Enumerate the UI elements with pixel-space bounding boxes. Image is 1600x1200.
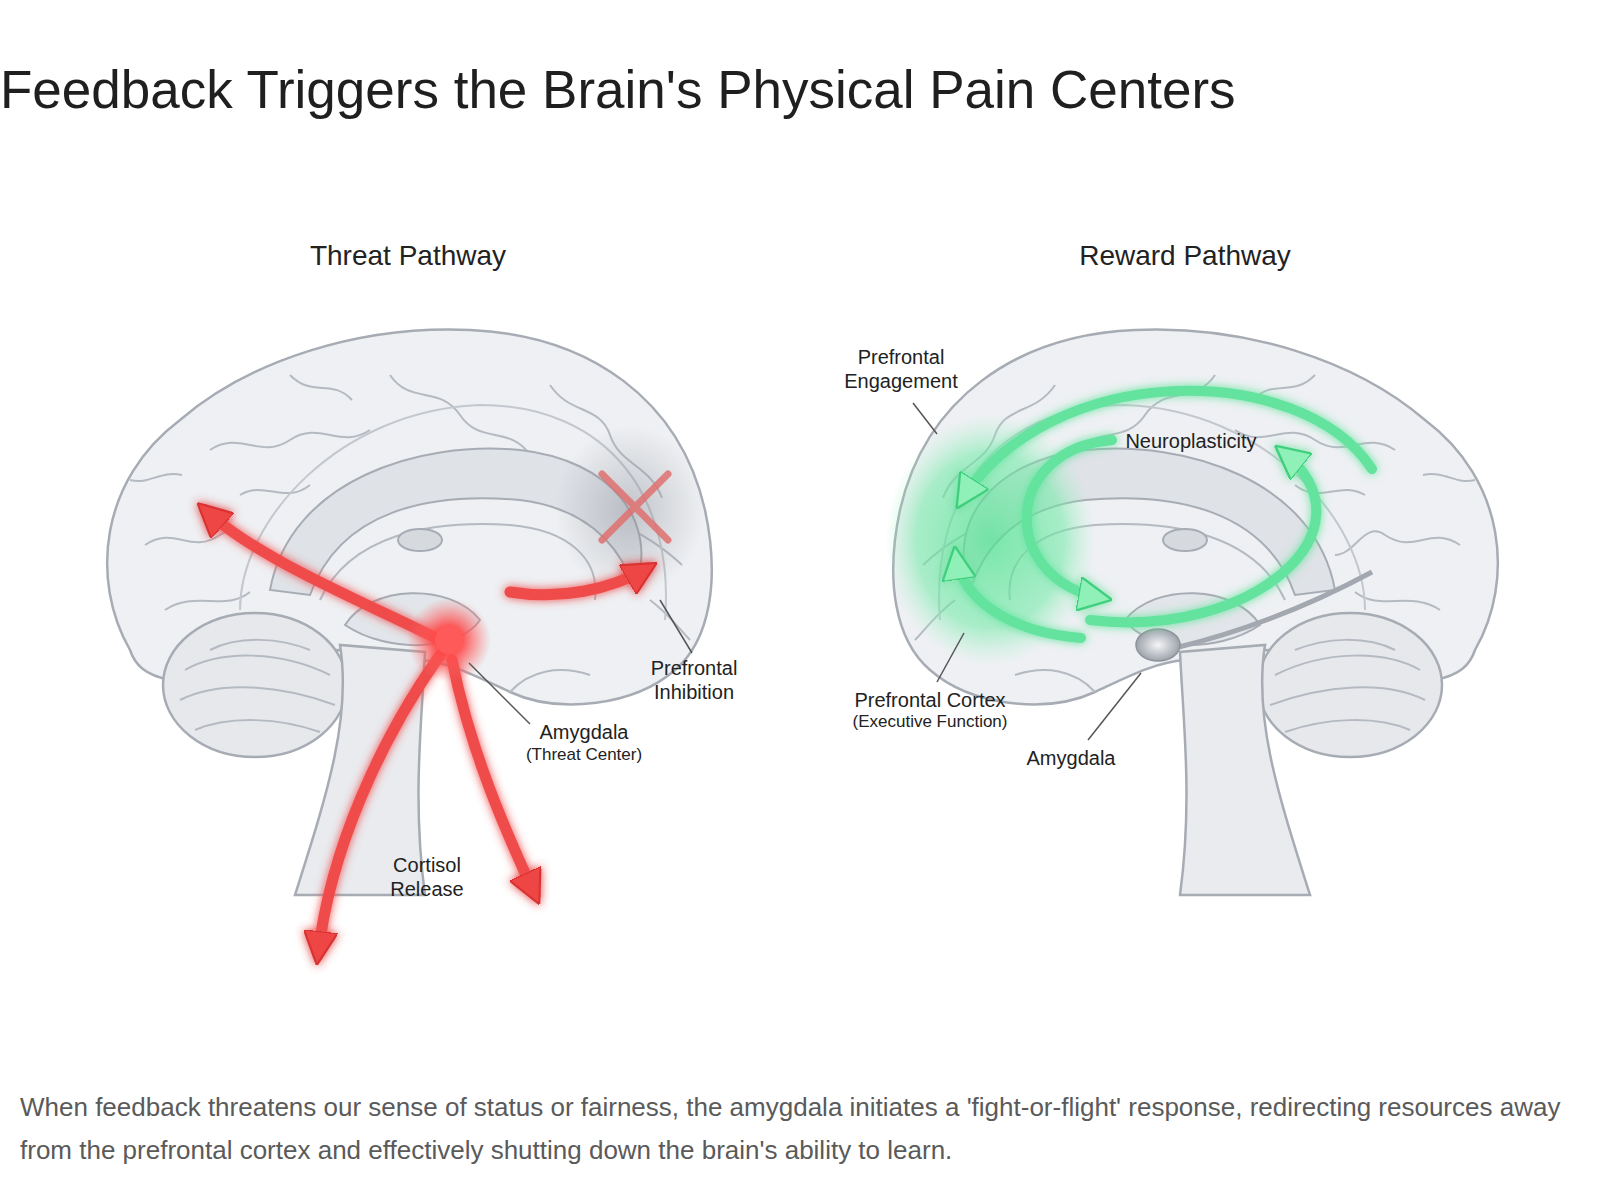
brain-outline [107,330,712,895]
diagram-title: Feedback Triggers the Brain's Physical P… [0,58,1236,122]
panel-heading: Reward Pathway [1079,239,1291,273]
leader-line [1088,673,1141,740]
reward-arrows [956,391,1372,638]
leader-line [660,600,692,653]
region-sublabel: (Threat Center) [526,745,642,765]
amygdala-glow [407,598,491,682]
region-label: Prefrontal Cortex [854,688,1005,712]
amygdala-core [435,626,463,654]
process-label: Cortisol Release [380,853,475,901]
process-label: Neuroplasticity [1125,429,1256,453]
leader-line [469,663,530,724]
region-label: Prefrontal Inhibition [637,656,752,704]
region-label: Amygdala [1027,746,1116,770]
region-label: Amygdala [540,720,629,744]
region-sublabel: (Executive Function) [853,712,1008,732]
amygdala-shape [1136,629,1180,661]
diagram-caption: When feedback threatens our sense of sta… [20,1086,1592,1172]
region-label: Prefrontal Engagement [836,345,966,393]
leader-line [913,403,937,434]
panel-heading: Threat Pathway [310,239,506,273]
inhibited-region [555,425,705,595]
threat-arrows [205,510,648,955]
leader-line [937,633,964,682]
blocked-mark [602,474,668,540]
